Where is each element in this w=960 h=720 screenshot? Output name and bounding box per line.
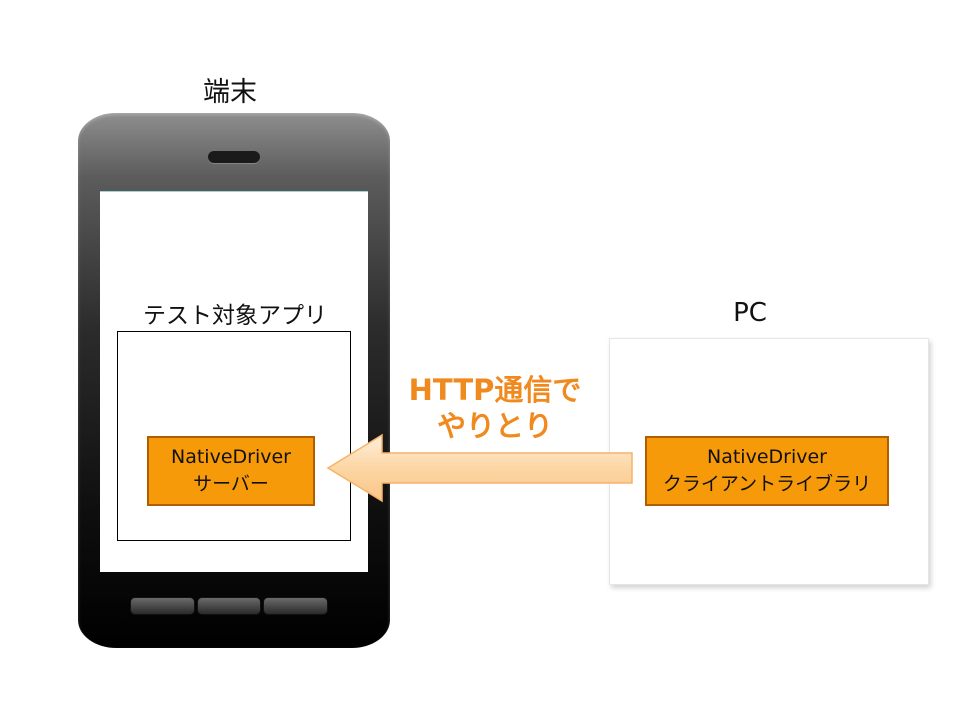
app-label: テスト対象アプリ <box>143 303 327 329</box>
device-label: 端末 <box>203 77 257 108</box>
pc-label: PC <box>733 298 767 328</box>
client-box: NativeDriver クライアントライブラリ <box>645 436 889 506</box>
phone-button-right <box>263 597 329 615</box>
connection-caption: HTTP通信で やりとり <box>390 372 600 444</box>
phone-speaker <box>208 151 260 163</box>
connection-caption-line2: やりとり <box>436 409 553 443</box>
server-box: NativeDriver サーバー <box>147 436 315 506</box>
phone-button-left <box>130 597 195 615</box>
connection-caption-line1: HTTP通信で <box>408 373 582 407</box>
server-box-line2: サーバー <box>193 473 269 495</box>
server-box-line1: NativeDriver <box>171 446 291 468</box>
phone-button-bar <box>130 597 329 615</box>
left-arrow-icon <box>326 433 633 503</box>
client-box-line2: クライアントライブラリ <box>662 473 872 495</box>
client-box-line1: NativeDriver <box>707 446 827 468</box>
phone-button-center <box>196 597 262 615</box>
